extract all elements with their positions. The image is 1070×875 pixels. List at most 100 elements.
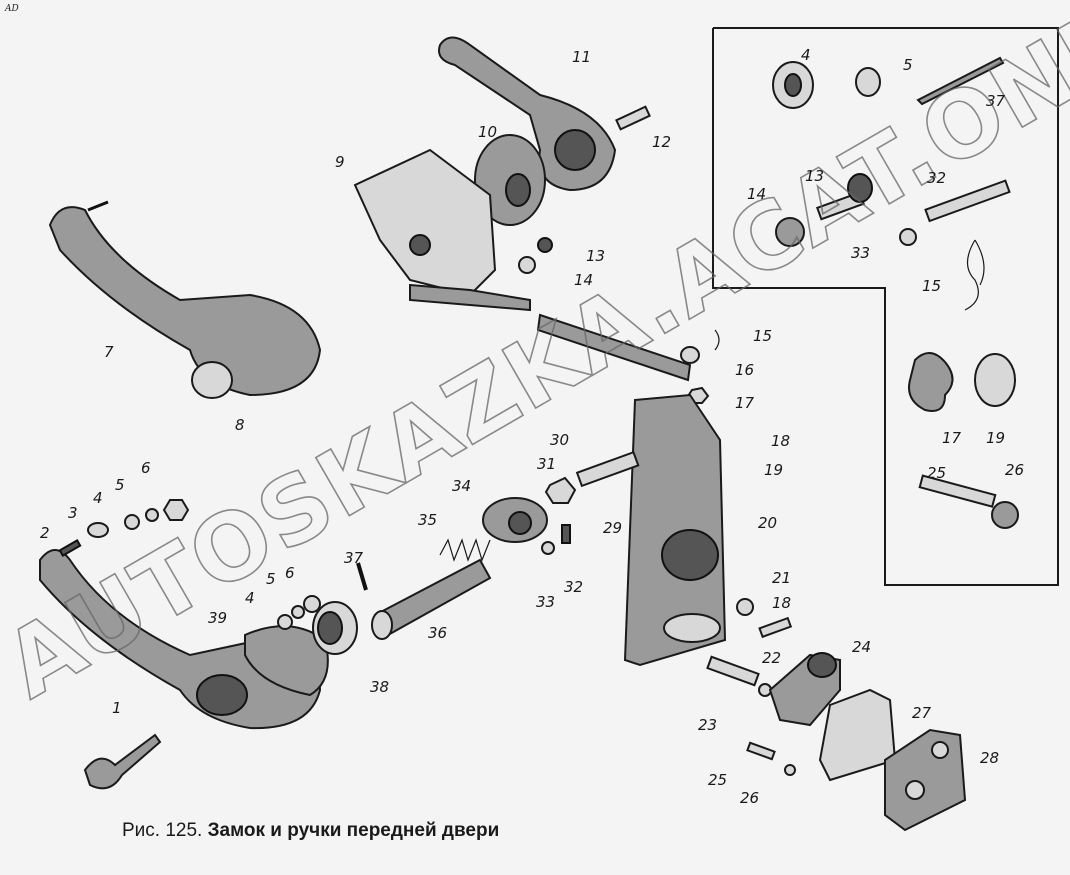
- part-washer-4b: [277, 614, 293, 630]
- part-clip-15: [714, 329, 720, 351]
- label: 22: [762, 649, 781, 667]
- part-button-8: [191, 361, 233, 399]
- label: 5: [115, 476, 125, 494]
- inset-washer-33: [899, 228, 917, 246]
- inset-washer-26: [991, 501, 1019, 529]
- part-washer-16: [680, 346, 700, 364]
- label: 29: [603, 519, 622, 537]
- label: 12: [652, 133, 671, 151]
- label: 17: [942, 429, 962, 447]
- label: 24: [852, 638, 871, 656]
- label: 18: [772, 594, 791, 612]
- part-plate-27: [818, 688, 897, 782]
- label: 23: [698, 716, 717, 734]
- part-outer-handle-7: [48, 206, 322, 397]
- label: 19: [986, 429, 1005, 447]
- part-washer-33: [541, 541, 555, 555]
- part-bracket-hole: [508, 511, 532, 535]
- label: 39: [208, 609, 227, 627]
- part-bolt-30: [575, 450, 640, 488]
- part-lock-rotor: [661, 529, 719, 581]
- label: 31: [537, 455, 556, 473]
- part-plate-hole: [409, 234, 431, 256]
- part-pin-37: [356, 562, 368, 591]
- inset-pin-37: [916, 56, 1005, 106]
- label: 36: [428, 624, 447, 642]
- part-handle-opening: [196, 674, 248, 716]
- inset-clip-15: [964, 239, 985, 311]
- label: 13: [805, 167, 824, 185]
- part-bolt-12: [615, 105, 651, 131]
- corner-mark: AD: [5, 4, 19, 14]
- part-bolt-22: [706, 655, 760, 687]
- part-sleeve-bore: [317, 611, 343, 645]
- part-handle-hub: [554, 129, 596, 171]
- label: 26: [1005, 461, 1024, 479]
- label: 6: [141, 459, 151, 477]
- part-lock-body-20: [623, 393, 727, 667]
- label: 15: [753, 327, 772, 345]
- label: 25: [927, 464, 946, 482]
- part-washer-26: [784, 764, 796, 776]
- label: 4: [801, 46, 811, 64]
- label: 37: [344, 549, 364, 567]
- label: 16: [735, 361, 754, 379]
- part-nut-31: [544, 476, 577, 504]
- label: 10: [478, 123, 497, 141]
- part-ring-5: [145, 508, 159, 522]
- label: 26: [740, 789, 759, 807]
- label: 18: [771, 432, 790, 450]
- label: 27: [912, 704, 932, 722]
- label: 6: [285, 564, 295, 582]
- part-screw-25: [746, 741, 776, 761]
- part-plate-28-hole: [905, 780, 925, 800]
- label: 1: [112, 699, 122, 717]
- label: 38: [370, 678, 389, 696]
- part-key: [83, 733, 162, 790]
- part-plate-3: [87, 522, 109, 538]
- part-disc-hole: [505, 173, 531, 207]
- label: 7: [104, 343, 114, 361]
- label: 3: [68, 504, 78, 522]
- label: 33: [851, 244, 870, 262]
- part-screw-13: [537, 237, 553, 253]
- part-plate-28-hole2: [931, 741, 949, 759]
- part-rod: [409, 283, 531, 312]
- part-cylinder-face: [371, 610, 393, 640]
- part-labels: 11 12 10 9 13 14 7 8 15 16 17 18 19 30 3…: [40, 48, 999, 807]
- label: 5: [266, 570, 276, 588]
- label: 35: [418, 511, 437, 529]
- part-washer-4: [124, 514, 140, 530]
- inset-bolt-25: [918, 474, 997, 508]
- part-lock-cam: [663, 613, 721, 643]
- inset-washer-19: [974, 353, 1016, 407]
- figure-caption: Рис. 125. Замок и ручки передней двери: [122, 820, 499, 842]
- label: 30: [550, 431, 569, 449]
- part-plate-9: [353, 148, 497, 297]
- label: 37: [986, 92, 1006, 110]
- label: 11: [572, 48, 591, 66]
- label: 14: [747, 185, 766, 203]
- part-handle-stud: [87, 200, 109, 212]
- label: 19: [764, 461, 783, 479]
- part-screw-2: [58, 539, 82, 557]
- label: 13: [586, 247, 605, 265]
- label: 14: [574, 271, 593, 289]
- label: 17: [735, 394, 755, 412]
- caption-title: Замок и ручки передней двери: [207, 820, 500, 841]
- label: 32: [564, 578, 583, 596]
- inset-nut-17: [908, 352, 954, 412]
- inset-washer-4-hole: [784, 73, 802, 97]
- inset-ring-5: [855, 67, 881, 97]
- part-screw-18b: [758, 616, 793, 639]
- inset-frame: [712, 27, 1059, 586]
- part-spring-35: [439, 538, 491, 562]
- caption-prefix: Рис. 125.: [122, 820, 203, 841]
- part-washer-21: [736, 598, 754, 616]
- part-nut-6b: [303, 595, 321, 613]
- label: 4: [93, 489, 103, 507]
- label: 20: [758, 514, 777, 532]
- inset-labels: 4 5 37 13 14 32 33 15 17 19 25 26: [747, 46, 1024, 482]
- part-lever-roller: [807, 652, 837, 678]
